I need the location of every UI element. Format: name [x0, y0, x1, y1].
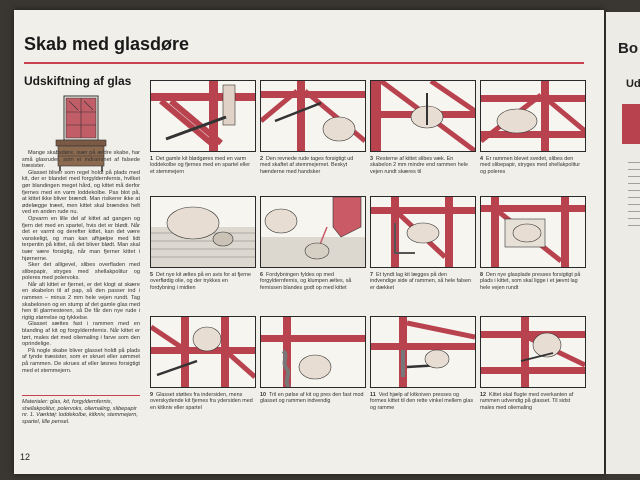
step-caption: Den revnede rude tages forsigtigt ud med…: [260, 156, 354, 175]
step-number: 1: [150, 156, 153, 162]
intro-paragraph: Mange skabsdøre, især på ældre skabe, ha…: [22, 150, 140, 170]
soldering-iron-icon: [151, 81, 255, 151]
step-illustration: [370, 316, 476, 388]
step-number: 4: [480, 156, 483, 162]
intro-paragraph: Når alt kittet er fjernet, er det klogt …: [22, 281, 140, 321]
step-caption: Det gamle kit blødgøres med en varm lodd…: [150, 156, 251, 175]
putty-knife-icon: [371, 317, 475, 387]
cabinet-icon: [55, 95, 107, 171]
step-illustration: [260, 316, 366, 388]
step-number: 6: [260, 272, 263, 278]
step-illustration: [370, 80, 476, 152]
intro-paragraph: Glasset bliver som regel holdt på plads …: [22, 169, 140, 216]
step-number: 3: [370, 156, 373, 162]
materials-list: Materialer: glas, kit, forgyldernfernis,…: [22, 395, 140, 425]
step-illustration: [150, 316, 256, 388]
intro-paragraph: Glasset sættes fast i rammen med en blan…: [22, 321, 140, 348]
sandpaper-icon: [481, 81, 585, 151]
step-number: 11: [370, 392, 376, 398]
step-caption: Tril en pølse af kit og pres den fast mo…: [260, 392, 364, 405]
step-caption: Det nye kit æltes på en avis for at fjer…: [150, 272, 251, 291]
step-caption: Ved hjælp af kitkniven presses og formes…: [370, 392, 474, 411]
step-number: 5: [150, 272, 153, 278]
step-number: 8: [480, 272, 483, 278]
step-caption: Glasset støttes fra indersiden, mens ove…: [150, 392, 253, 411]
step-number: 12: [480, 392, 486, 398]
step-illustration: [480, 80, 586, 152]
intro-paragraph: På nogle skabe bliver glasset holdt på p…: [22, 347, 140, 374]
booklet-page-right: Bo Ud: [606, 12, 640, 474]
step-caption: Resterne af kittet slibes væk. En skabel…: [370, 156, 468, 175]
glass-pane-icon: [481, 197, 585, 267]
intro-text: Mange skabsdøre, især på ældre skabe, ha…: [22, 150, 140, 374]
chisel-icon: [261, 81, 365, 151]
table-illustration: [622, 104, 640, 144]
step-caption: Kittet skal flugte med overkanten af ram…: [480, 392, 574, 411]
step-illustration: [370, 196, 476, 268]
intro-paragraph: Sker det alligevel, slibes overfladen me…: [22, 262, 140, 282]
title-divider: [24, 62, 584, 64]
step-number: 9: [150, 392, 153, 398]
page-title: Skab med glasdøre: [24, 34, 190, 54]
step-number: 10: [260, 392, 266, 398]
step-caption: Er rammen blevet svedet, slibes den med …: [480, 156, 581, 175]
putty-icon: [151, 206, 255, 267]
page-number: 12: [20, 452, 31, 462]
step-number: 2: [260, 156, 263, 162]
next-page-subtitle: Ud: [626, 78, 640, 90]
step-illustration: [480, 316, 586, 388]
step-caption: Fordybningen fyldes op med forgyldernfer…: [260, 272, 352, 291]
varnish-bottle-icon: [261, 197, 365, 267]
next-page-text-lines: [628, 162, 640, 232]
step-illustration: [480, 196, 586, 268]
step-illustration: [260, 196, 366, 268]
section-subtitle: Udskiftning af glas: [24, 74, 132, 88]
putty-icon: [261, 317, 365, 387]
step-number: 7: [370, 272, 373, 278]
putty-icon: [371, 197, 475, 267]
chisel-icon: [371, 81, 475, 151]
brush-icon: [481, 317, 585, 387]
step-caption: Et tyndt lag kit lægges på den indvendig…: [370, 272, 471, 291]
intro-paragraph: Opvarm en lille del af kittet ad gangen …: [22, 215, 140, 262]
step-caption: Den nye glasplade presses forsigtigt på …: [480, 272, 581, 291]
putty-knife-icon: [151, 317, 255, 387]
step-illustration: [150, 80, 256, 152]
step-illustration: [150, 196, 256, 268]
next-page-title: Bo: [618, 40, 638, 57]
step-illustration: [260, 80, 366, 152]
